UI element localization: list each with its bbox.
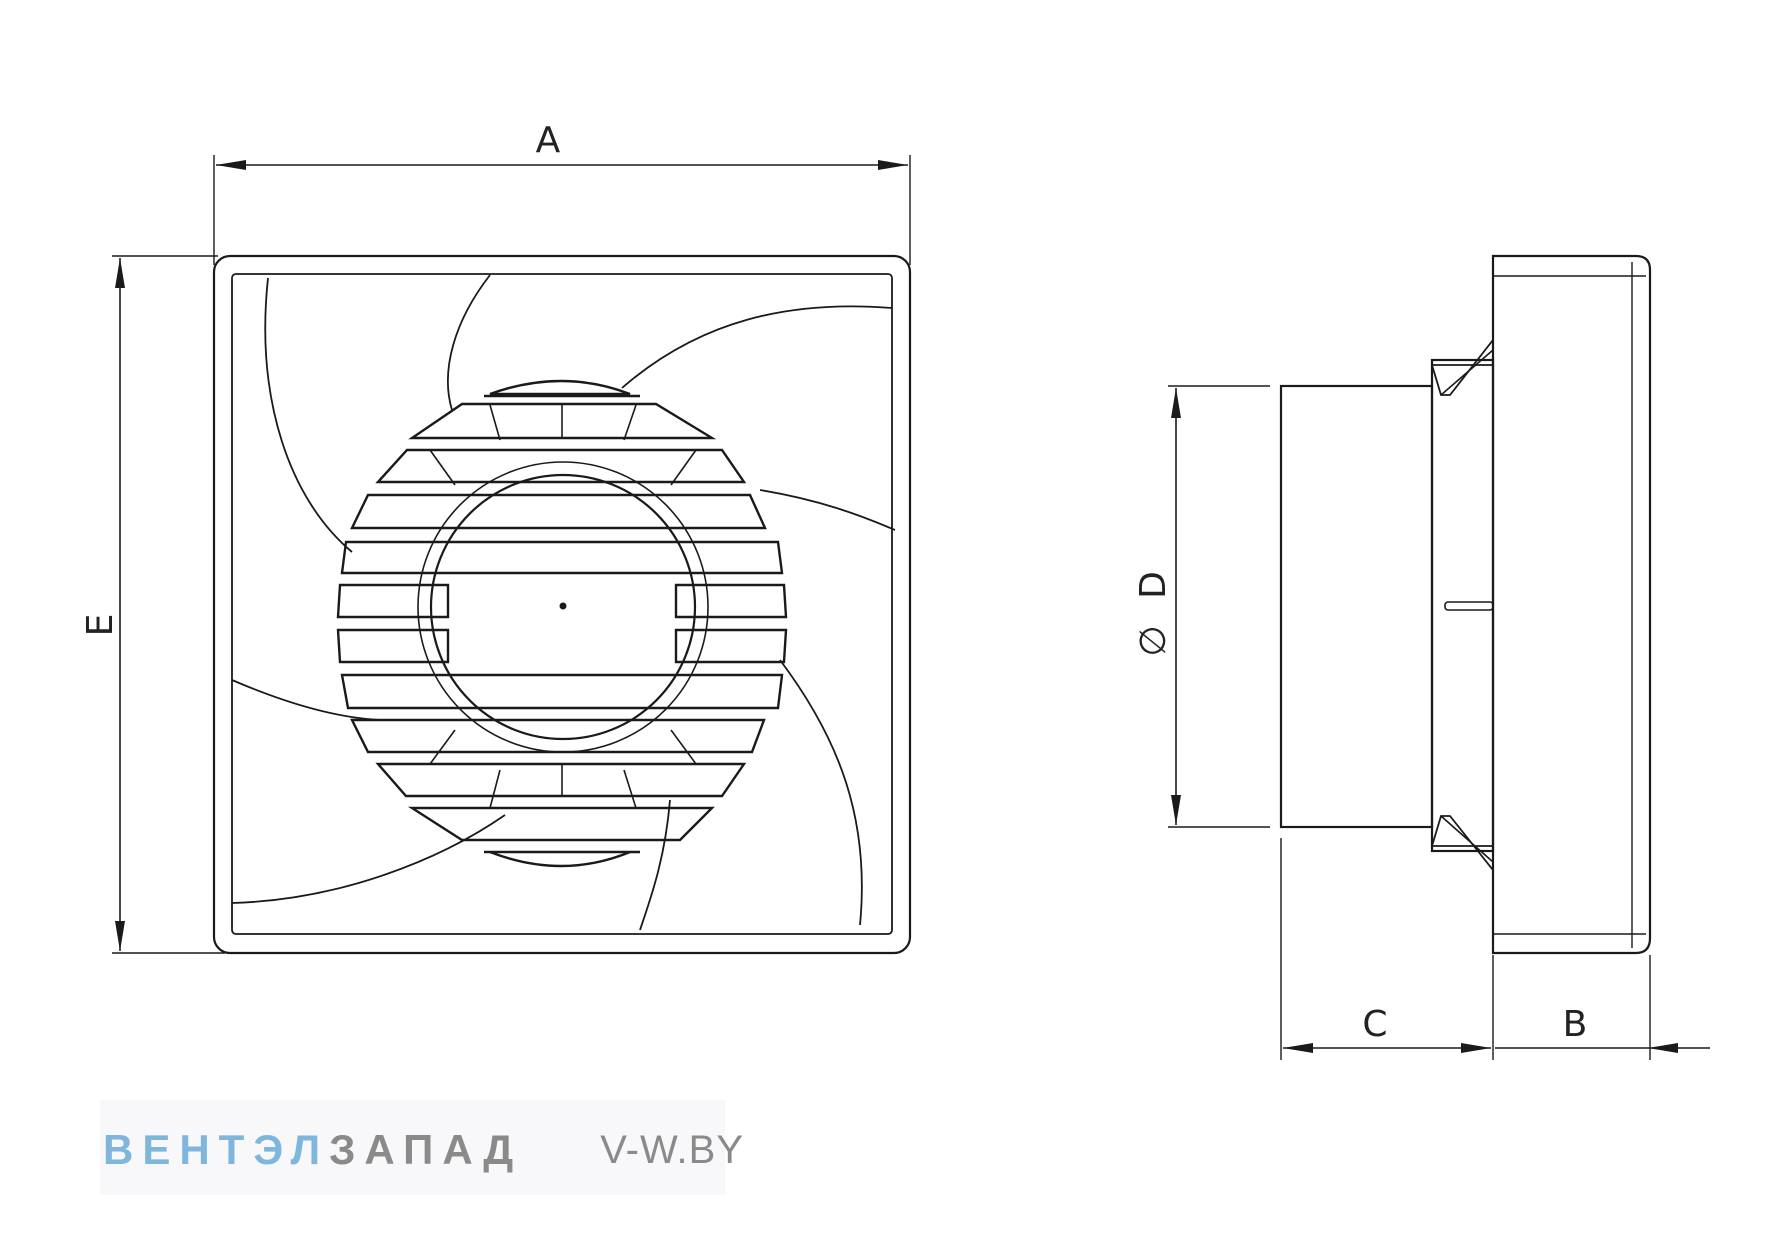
watermark-site: V-W.BY <box>600 1127 744 1172</box>
dimension-d-symbol: ∅ <box>1133 625 1174 656</box>
side-spigot <box>1279 384 1434 829</box>
front-panel-inner <box>231 273 893 935</box>
front-view <box>112 155 912 955</box>
middle-tab <box>1444 601 1494 611</box>
dimension-b: B <box>1495 1004 1710 1053</box>
side-view <box>1168 254 1652 1060</box>
dimension-e: E <box>80 258 125 951</box>
watermark-brand-gray: ЗАПАД <box>329 1126 523 1173</box>
dimension-b-label: B <box>1563 1004 1588 1045</box>
watermark-background <box>100 1100 725 1195</box>
dimension-c-label: C <box>1362 1004 1387 1045</box>
side-panel-profile <box>1491 254 1652 955</box>
side-housing <box>1430 358 1495 853</box>
impeller-blades <box>231 274 896 931</box>
watermark-brand-blue: ВЕНТЭЛ <box>103 1126 330 1173</box>
mounting-latch-bottom <box>1430 815 1494 873</box>
front-panel-outer <box>212 254 912 955</box>
dimension-c: C <box>1283 1004 1491 1053</box>
dimension-a: A <box>216 120 908 170</box>
hub-center-mark <box>559 602 567 610</box>
dimension-d: ∅ D <box>1133 388 1181 825</box>
dimension-a-label: A <box>536 120 561 161</box>
front-grille <box>336 379 788 868</box>
dimension-e-label: E <box>80 614 121 637</box>
dimension-d-label: D <box>1133 571 1174 599</box>
mounting-latch-top <box>1430 337 1494 396</box>
